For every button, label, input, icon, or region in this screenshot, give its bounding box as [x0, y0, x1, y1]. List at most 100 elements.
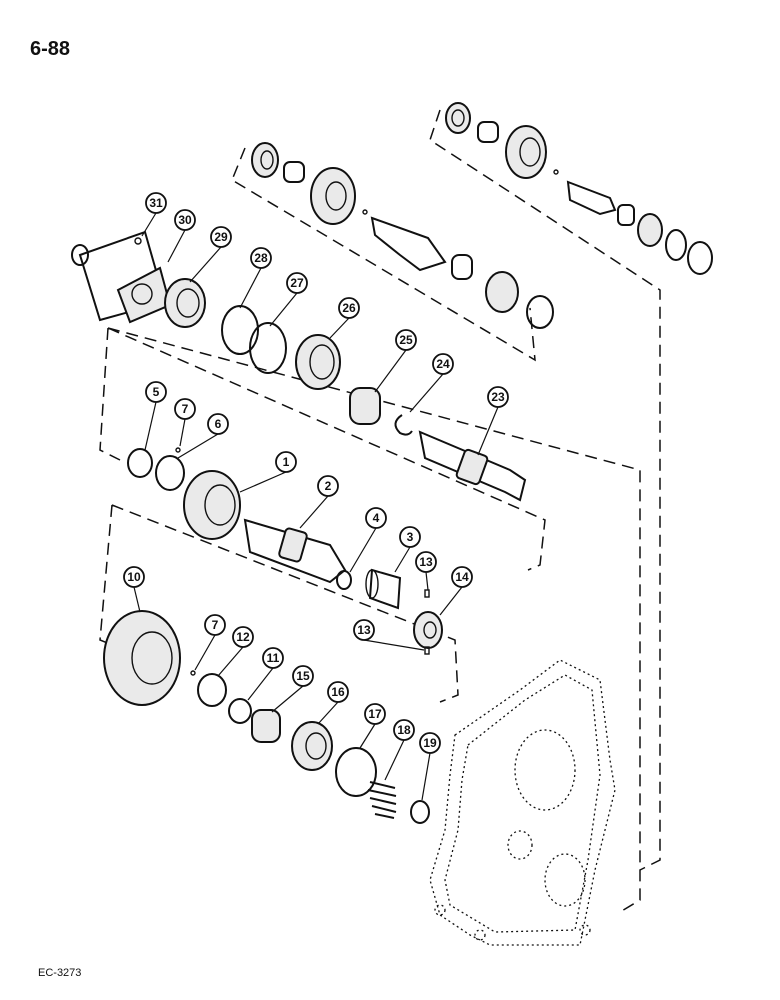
callout-label: 10 [127, 570, 141, 584]
callout-24: 24 [432, 353, 454, 375]
bearing-cup [251, 142, 279, 178]
callout-10: 10 [123, 566, 145, 588]
callout-7: 7 [204, 614, 226, 636]
page-number: 6-88 [30, 38, 71, 60]
callout-29: 29 [210, 226, 232, 248]
callout-label: 5 [153, 385, 160, 399]
callout-label: 16 [331, 685, 345, 699]
callout-label: 13 [419, 555, 433, 569]
callout-label: 17 [368, 707, 382, 721]
callout-26: 26 [338, 297, 360, 319]
spacer-ring [249, 322, 287, 374]
callout-27: 27 [286, 272, 308, 294]
callout-label: 26 [342, 301, 356, 315]
callout-label: 24 [436, 357, 450, 371]
figure-code: EC-3273 [38, 967, 82, 979]
callout-label: 6 [215, 417, 222, 431]
callout-label: 4 [373, 511, 380, 525]
roller-bearing [617, 204, 635, 226]
callout-label: 7 [212, 618, 219, 632]
callout-13: 13 [415, 551, 437, 573]
snap-ring [127, 448, 153, 478]
top-right-shaft-outline [429, 109, 661, 871]
callout-label: 19 [423, 736, 437, 750]
callout-11: 11 [262, 647, 284, 669]
callout-label: 1 [283, 455, 290, 469]
callout-label: 25 [399, 333, 413, 347]
retaining-clip [394, 414, 413, 436]
callout-18: 18 [393, 719, 415, 741]
top-middle-pinion-shaft [370, 216, 447, 272]
callout-label: 29 [214, 230, 228, 244]
callout-4: 4 [365, 507, 387, 529]
seal [164, 278, 206, 328]
thrust-washer [155, 455, 185, 491]
snap-ring [228, 698, 252, 724]
leader-lines [133, 212, 499, 801]
top-right-shaft-group [445, 102, 713, 275]
drive-gear [183, 470, 241, 540]
bearing-cup [485, 271, 519, 313]
callout-23: 23 [487, 386, 509, 408]
spring [367, 781, 397, 819]
snap-ring [221, 305, 259, 355]
top-middle-gear [310, 167, 356, 225]
callout-12: 12 [232, 626, 254, 648]
callout-label: 12 [236, 630, 250, 644]
callout-label: 31 [149, 196, 163, 210]
callout-label: 27 [290, 276, 304, 290]
callout-label: 15 [296, 669, 310, 683]
ball [175, 447, 181, 453]
top-right-pinion-shaft [566, 180, 617, 216]
bearing-cup [445, 102, 471, 134]
callout-6: 6 [207, 413, 229, 435]
flange-plate [116, 266, 172, 324]
snap-ring [687, 241, 713, 275]
callout-7: 7 [174, 398, 196, 420]
bearing-cup [291, 721, 333, 771]
callout-label: 11 [267, 651, 280, 665]
callout-label: 30 [178, 213, 192, 227]
top-right-gear [505, 125, 547, 179]
callout-label: 14 [455, 570, 469, 584]
output-shaft [418, 430, 527, 502]
callout-13: 13 [353, 619, 375, 641]
callout-14: 14 [451, 566, 473, 588]
callout-1: 1 [275, 451, 297, 473]
small-gear [413, 611, 443, 649]
callout-label: 2 [325, 479, 332, 493]
top-middle-shaft-outline [231, 147, 536, 362]
o-ring [336, 570, 352, 590]
callout-5: 5 [145, 381, 167, 403]
bearing-cup [637, 213, 663, 247]
snap-ring [665, 229, 687, 261]
top-middle-shaft-group [251, 142, 554, 329]
transmission-housing [429, 659, 616, 946]
callout-label: 18 [397, 723, 411, 737]
washer [410, 800, 430, 824]
pin [424, 589, 430, 598]
pin [424, 646, 430, 655]
callout-31: 31 [145, 192, 167, 214]
callout-label: 23 [491, 390, 505, 404]
callout-25: 25 [395, 329, 417, 351]
bushing-sleeve [368, 568, 402, 610]
cone-bearing [251, 709, 281, 743]
thrust-washer [197, 673, 227, 707]
callout-16: 16 [327, 681, 349, 703]
large-gear [103, 610, 181, 706]
callout-label: 7 [182, 402, 189, 416]
callout-19: 19 [419, 732, 441, 754]
ball [190, 670, 196, 676]
callout-3: 3 [399, 526, 421, 548]
callout-2: 2 [317, 475, 339, 497]
cover-tube [71, 230, 172, 324]
snap-ring [335, 747, 377, 797]
callout-label: 28 [254, 251, 268, 265]
callout-label: 13 [357, 623, 371, 637]
callout-15: 15 [292, 665, 314, 687]
snap-ring [526, 295, 554, 329]
callout-17: 17 [364, 703, 386, 725]
cone-bearing [349, 387, 381, 425]
